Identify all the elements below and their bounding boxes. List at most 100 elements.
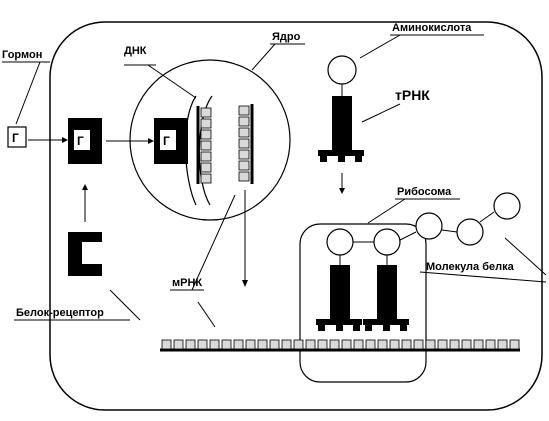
ribosome-outline: [299, 223, 427, 383]
mrna-codon: [485, 339, 496, 350]
protein-amino-acid-5: [493, 192, 521, 220]
label-hormone: Гормон: [2, 49, 42, 61]
label-protein-molecule: Молекула белка: [426, 261, 515, 273]
mrna-strand-codons: [161, 339, 520, 350]
mrna-codon: [173, 339, 184, 350]
mrna-codon: [449, 339, 460, 350]
dna-bases: [200, 107, 212, 184]
ribosome-pointer: [367, 198, 406, 224]
mrna-codon: [437, 339, 448, 350]
mrna-codon: [377, 339, 388, 350]
complex-hormone-symbol: Г: [77, 134, 84, 148]
nucleus-pointer: [251, 43, 276, 71]
mrna-codon: [473, 339, 484, 350]
trna-body: [332, 96, 352, 150]
mrna-codon: [269, 339, 280, 350]
mrna-pointer-up: [191, 194, 236, 291]
mrna-codon: [317, 339, 328, 350]
nascent-mrna-base: [238, 149, 250, 160]
mrna-codon: [329, 339, 340, 350]
mrna-codon: [365, 339, 376, 350]
mrna-codon: [461, 339, 472, 350]
mrna-codon: [185, 339, 196, 350]
cell-outline: [49, 21, 543, 411]
ribosome-trna-2-teeth: [365, 325, 407, 331]
nascent-mrna-base: [238, 138, 250, 149]
mrna-codon: [233, 339, 244, 350]
protein-amino-acid-3: [415, 212, 443, 240]
protein-amino-acid-1: [326, 228, 354, 256]
arrow-head-mrna: [242, 280, 248, 287]
ribosome-trna-1-teeth: [318, 325, 360, 331]
mrna-codon: [389, 339, 400, 350]
mrna-codon: [305, 339, 316, 350]
free-receptor-protein: [68, 232, 102, 276]
dna-base: [200, 129, 212, 140]
trna-anticodon-bar: [318, 150, 364, 156]
mrna-codon: [401, 339, 412, 350]
mrna-codon: [197, 339, 208, 350]
amino-acid-pointer: [359, 34, 401, 59]
dna-base: [200, 140, 212, 151]
nuclear-complex-hormone-symbol: Г: [163, 134, 170, 148]
protein-link-4: [479, 211, 495, 223]
mrna-codon: [221, 339, 232, 350]
label-nucleus: Ядро: [272, 31, 301, 43]
label-mrna: мРНК: [172, 277, 202, 289]
nucleus-circle: [129, 59, 291, 221]
label-ribosome: Рибосома: [397, 186, 452, 198]
hormone-pointer: [15, 61, 41, 125]
dna-base: [200, 118, 212, 129]
trna-anticodon-teeth: [320, 156, 362, 162]
mrna-codon: [209, 339, 220, 350]
arrow-head-trna: [339, 188, 345, 194]
nascent-mrna-base: [238, 171, 250, 182]
dna-base: [200, 107, 212, 118]
mrna-codon: [245, 339, 256, 350]
ribosome-trna-2-body: [377, 265, 397, 319]
arrow-head-hormone: [62, 137, 68, 143]
protein-amino-acid-4: [456, 218, 484, 246]
protein-pointer-lower: [419, 271, 547, 283]
arrow-head-complex: [148, 138, 154, 144]
protein-pointer-upper: [504, 237, 547, 276]
nascent-mrna-base: [238, 105, 250, 116]
mrna-codon: [509, 339, 520, 350]
dna-base: [200, 151, 212, 162]
ribosome-trna-1-body: [330, 265, 350, 319]
dna-base: [200, 173, 212, 184]
mrna-pointer-down: [197, 301, 216, 328]
mrna-codon: [425, 339, 436, 350]
nascent-mrna-bases: [238, 105, 250, 182]
amino-acid-circle: [327, 55, 357, 85]
ribosome-trna-2-bar: [363, 319, 409, 325]
protein-amino-acid-2: [373, 228, 401, 256]
label-receptor-protein: Белок-рецептор: [16, 307, 104, 319]
complex-inner-box: [74, 130, 90, 150]
mrna-codon: [497, 339, 508, 350]
dna-strand-outer: [184, 95, 197, 206]
mrna-codon: [161, 339, 172, 350]
trna-pointer: [361, 103, 401, 123]
hormone-box: [7, 126, 27, 148]
mrna-codon: [341, 339, 352, 350]
mrna-codon: [413, 339, 424, 350]
nascent-mrna-base: [238, 116, 250, 127]
hormone-symbol: Г: [12, 131, 19, 145]
nascent-mrna-base: [238, 160, 250, 171]
arrow-head-receptor-up: [82, 184, 88, 190]
mrna-codon: [293, 339, 304, 350]
nascent-mrna-base: [238, 127, 250, 138]
label-dna: ДНК: [124, 45, 147, 57]
mrna-codon: [353, 339, 364, 350]
mrna-codon: [281, 339, 292, 350]
mrna-codon: [257, 339, 268, 350]
protein-link-2: [399, 231, 417, 241]
label-trna: тРНК: [395, 87, 430, 103]
dna-pointer: [147, 64, 197, 99]
label-amino-acid: Аминокислота: [392, 22, 472, 34]
nuclear-complex-inner-box: [160, 130, 176, 150]
ribosome-trna-1-bar: [316, 319, 362, 325]
receptor-pointer: [109, 289, 141, 321]
